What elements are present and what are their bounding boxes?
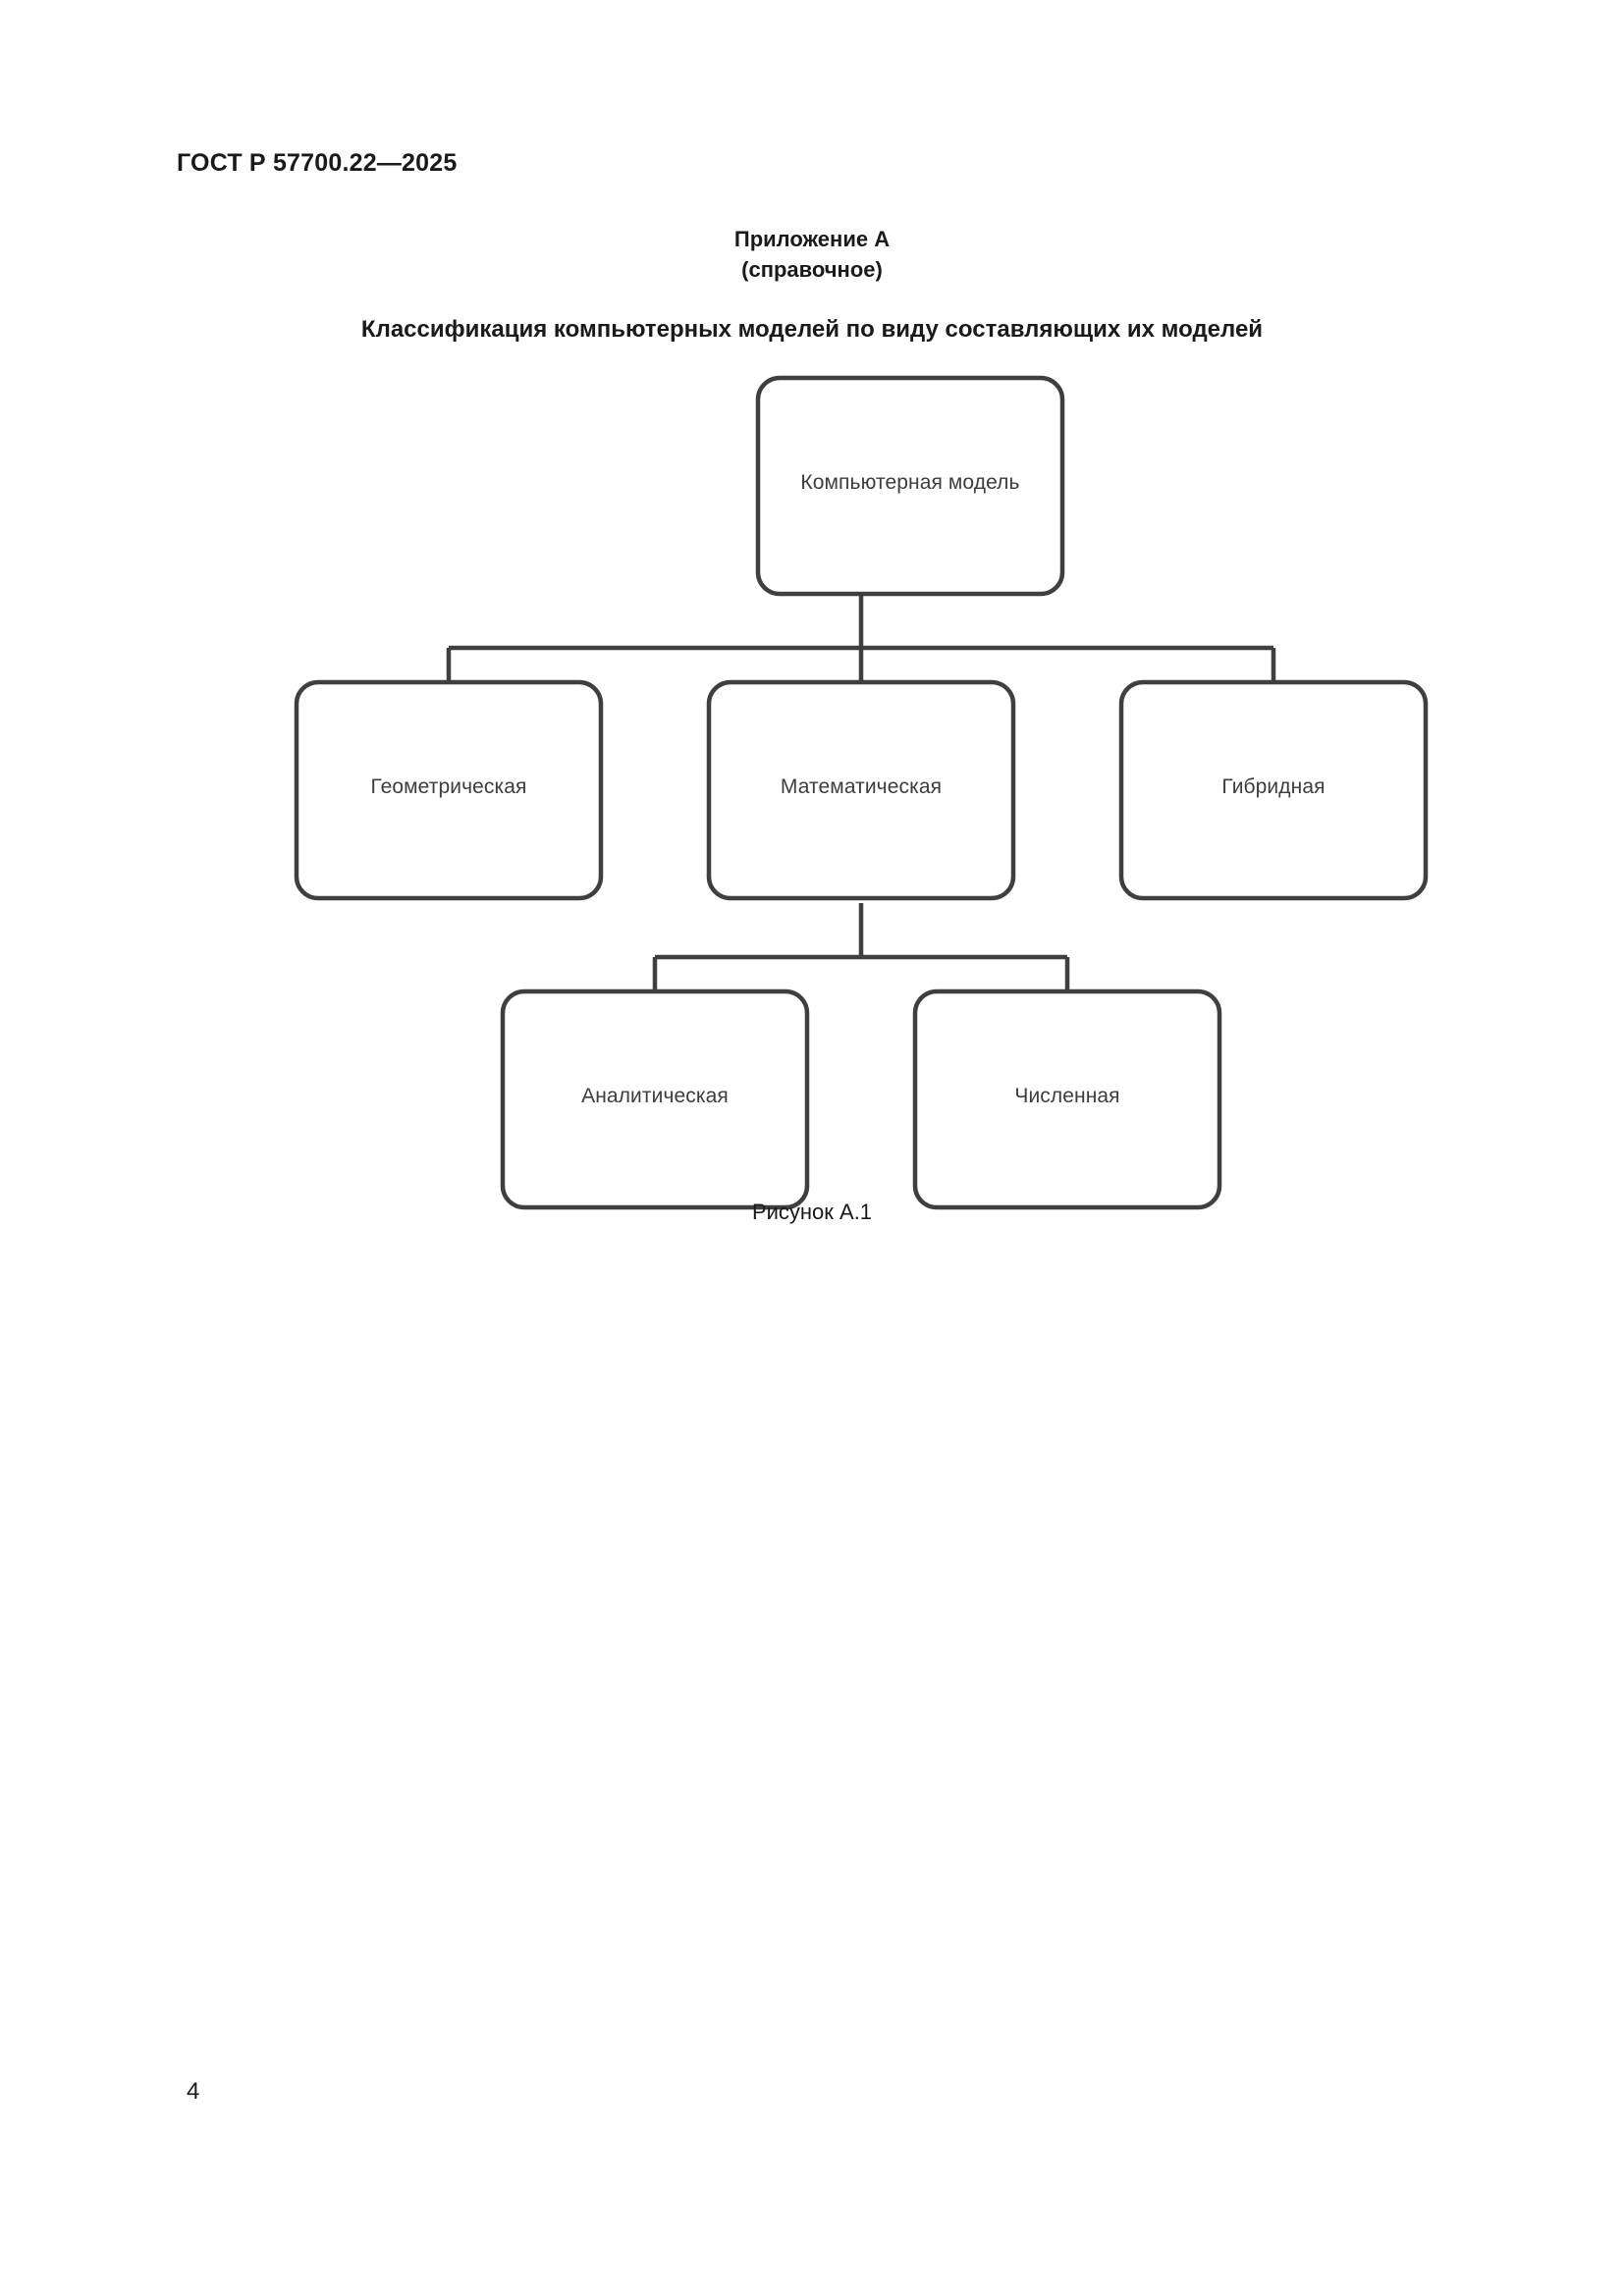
figure-a1: Компьютерная модель Геометрическая Матем… <box>0 373 1624 1276</box>
classification-tree-diagram: Компьютерная модель Геометрическая Матем… <box>272 373 1450 1210</box>
node-box-mathematical <box>706 679 1016 901</box>
node-box-analytical <box>500 988 810 1210</box>
node-box-geometric <box>294 679 604 901</box>
annex-status: (справочное) <box>741 257 883 282</box>
node-box-hybrid <box>1118 679 1429 901</box>
annex-title: Классификация компьютерных моделей по ви… <box>360 316 1264 343</box>
annex-label: Приложение А <box>733 227 891 251</box>
annex-heading-block: Приложение А (справочное) <box>0 224 1624 285</box>
document-header-standard-number: ГОСТ Р 57700.22—2025 <box>177 149 458 177</box>
page-number: 4 <box>187 2078 200 2105</box>
diagram-canvas <box>294 375 1429 1210</box>
node-box-root <box>755 375 1065 597</box>
node-box-numerical <box>912 988 1222 1210</box>
figure-caption: Рисунок А.1 <box>751 1200 873 1224</box>
